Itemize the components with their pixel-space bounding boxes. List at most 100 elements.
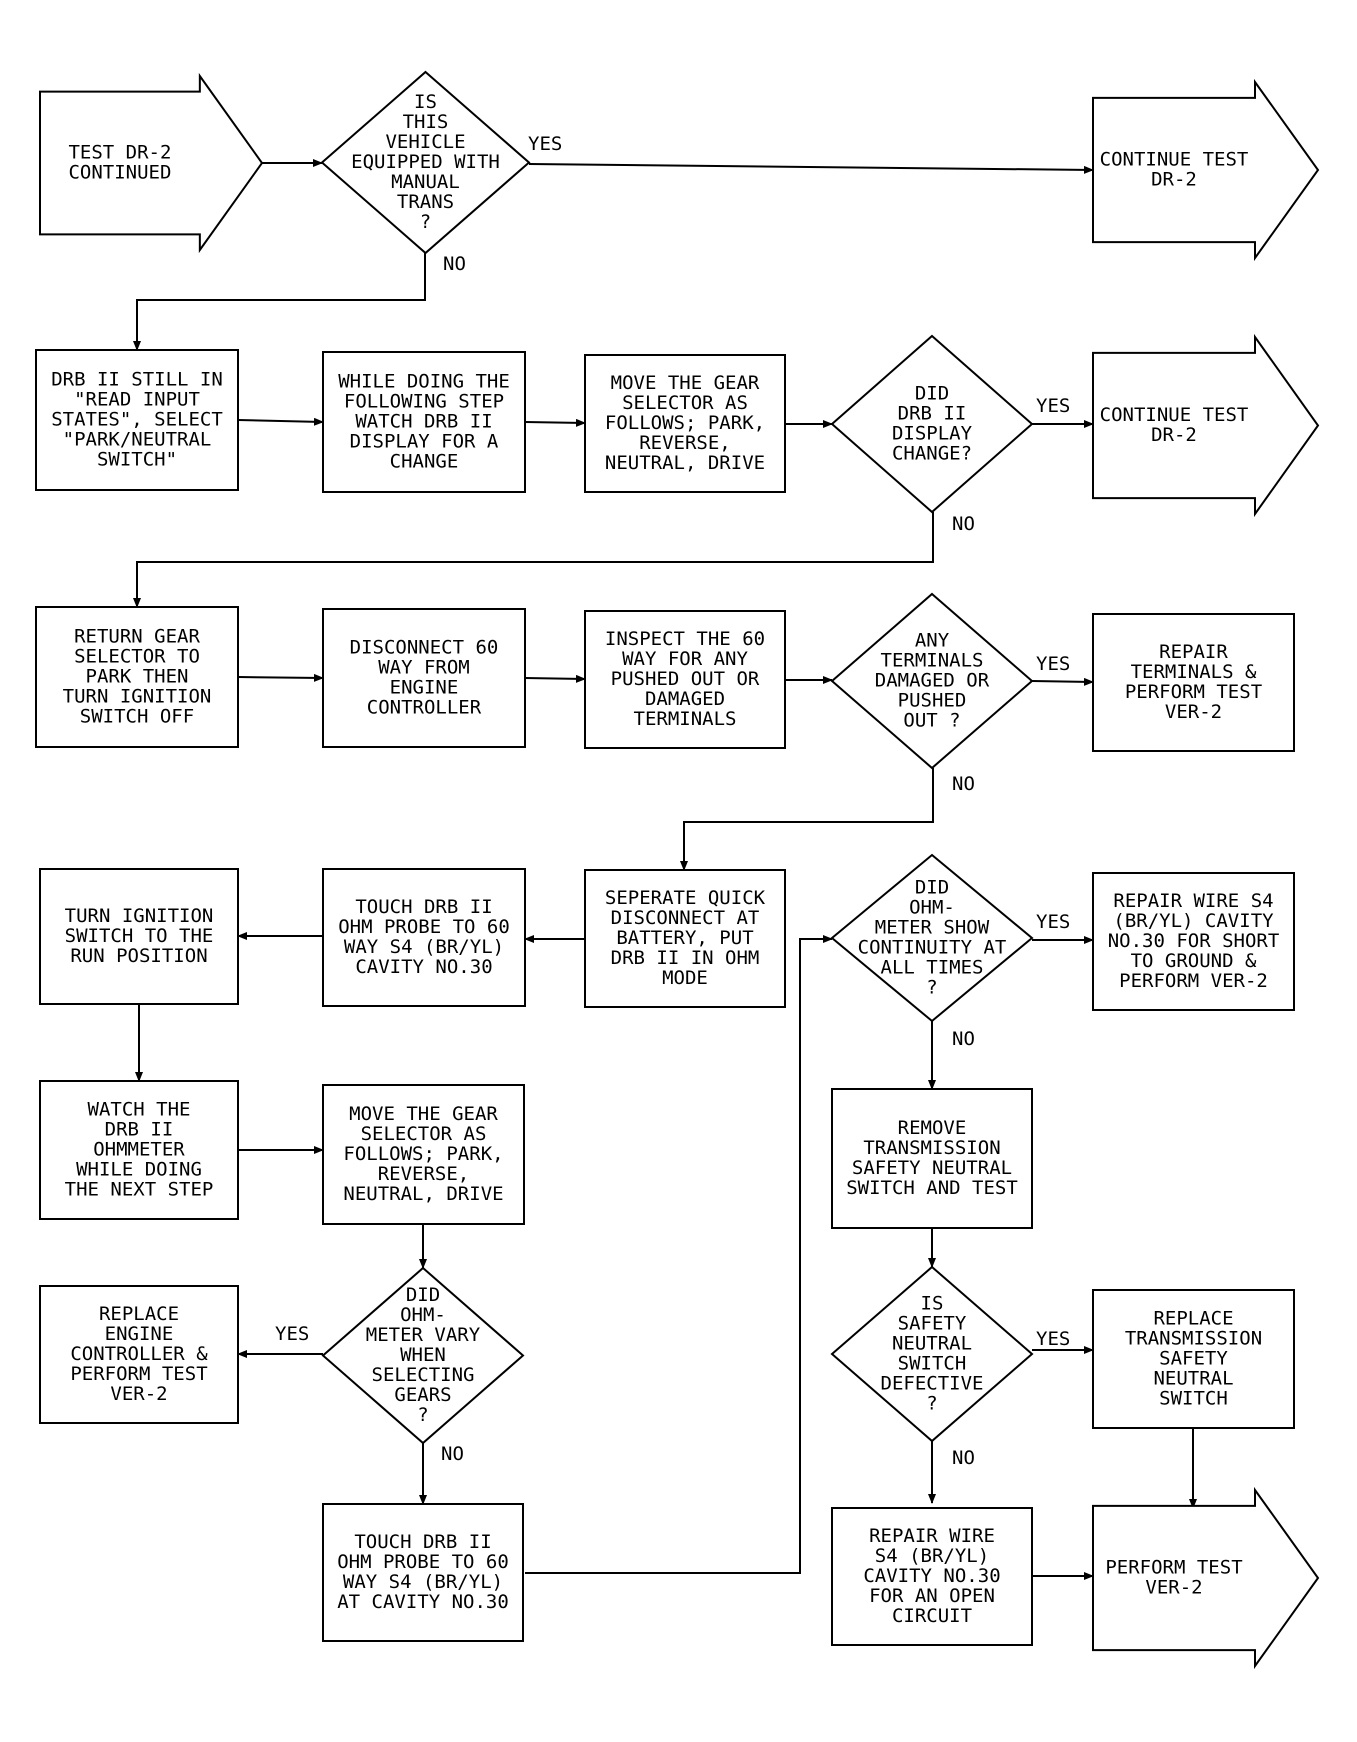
edge-d2-b4 (133, 512, 934, 608)
b6-text-line: DAMAGED (645, 688, 725, 710)
edge-labels: YES NO YES NO YES NO YES NO YES NO YES N… (275, 133, 1070, 1469)
d5-shape (830, 853, 1034, 1023)
b12-shape (322, 1084, 525, 1225)
b16-text-line: SWITCH AND TEST (846, 1177, 1018, 1199)
d5-text-line: OHM- (909, 897, 955, 919)
b17-text-line: SWITCH (1159, 1388, 1228, 1410)
edge-b2-b3 (524, 418, 586, 427)
b3-shape (584, 354, 786, 493)
label-d2-no: NO (952, 513, 975, 535)
b11-text-line: DRB II (105, 1119, 174, 1141)
d5-text-line: DID (915, 877, 949, 899)
cont2-text-line: CONTINUE TEST (1100, 404, 1249, 426)
edge-d1-cont1 (528, 163, 1094, 174)
d2-shape (830, 334, 1034, 514)
b10-shape (39, 868, 239, 1005)
label-d6-yes: YES (1036, 1328, 1070, 1350)
label-d1-yes: YES (528, 133, 562, 155)
b14-text-line: AT CAVITY NO.30 (337, 1591, 509, 1613)
cont2-text-line: DR-2 (1151, 424, 1197, 446)
b16-text-line: REMOVE (898, 1117, 967, 1139)
d6-text-line: DEFECTIVE (881, 1373, 984, 1395)
b18-shape (831, 1507, 1033, 1646)
d1-shape (320, 70, 531, 255)
b9-text-line: WAY S4 (BR/YL) (344, 936, 504, 958)
b4-text-line: TURN IGNITION (63, 686, 212, 708)
b16-text-line: TRANSMISSION (863, 1137, 1000, 1159)
d5-text-line: ALL TIMES (881, 957, 984, 979)
b1-text-line: STATES", SELECT (51, 409, 223, 431)
b7-text-line: TERMINALS & (1131, 661, 1257, 683)
b5-text-line: WAY FROM (378, 657, 470, 679)
b12-text-line: REVERSE, (378, 1163, 470, 1185)
d3-text-line: ANY (915, 630, 950, 652)
end-text-line: PERFORM TEST (1105, 1557, 1242, 1579)
d6-text-line: SAFETY (898, 1313, 967, 1335)
b15-text-line: NO.30 FOR SHORT (1108, 930, 1280, 952)
d4-text-line: METER VARY (366, 1324, 481, 1346)
b6-text-line: INSPECT THE 60 (605, 628, 765, 650)
b14-text-line: TOUCH DRB II (354, 1531, 491, 1553)
b4-text-line: RETURN GEAR (74, 626, 200, 648)
edge-d3-b7 (1031, 677, 1094, 686)
b2-shape (322, 351, 526, 493)
b15-shape (1092, 872, 1295, 1011)
b12-text-line: NEUTRAL, DRIVE (343, 1183, 503, 1205)
label-d5-yes: YES (1036, 911, 1070, 933)
b6-shape (584, 610, 786, 749)
b8-text-line: BATTERY, PUT (616, 927, 753, 949)
b2-text-line: WHILE DOING THE (338, 371, 510, 393)
b11-text-line: WATCH THE (88, 1099, 191, 1121)
b15-text-line: PERFORM VER-2 (1119, 970, 1268, 992)
d2-text-line: DRB II (898, 403, 967, 425)
b8-text-line: DISCONNECT AT (611, 907, 760, 929)
cont1-text-line: DR-2 (1151, 169, 1197, 191)
b17-text-line: TRANSMISSION (1125, 1328, 1262, 1350)
d1-text-line: IS (414, 91, 437, 113)
b2-text-line: CHANGE (390, 451, 459, 473)
cont2-shape (1092, 333, 1320, 518)
label-d1-no: NO (443, 253, 466, 275)
b10-text-line: TURN IGNITION (65, 905, 214, 927)
label-d4-yes: YES (275, 1323, 309, 1345)
b3-text-line: REVERSE, (639, 432, 731, 454)
edge-b1-b2 (237, 417, 324, 426)
d3-text-line: PUSHED (898, 690, 967, 712)
b9-shape (322, 868, 526, 1007)
b5-text-line: ENGINE (390, 677, 459, 699)
b16-shape (831, 1088, 1033, 1229)
label-d3-no: NO (952, 773, 975, 795)
b12-text-line: FOLLOWS; PARK, (343, 1143, 503, 1165)
d5-text-line: CONTINUITY AT (858, 937, 1007, 959)
b13-shape (39, 1285, 239, 1424)
b18-text-line: CIRCUIT (892, 1605, 972, 1627)
d4-text-line: GEARS (394, 1384, 451, 1406)
b2-text-line: FOLLOWING STEP (344, 391, 504, 413)
b17-text-line: REPLACE (1153, 1308, 1233, 1330)
b18-text-line: REPAIR WIRE (869, 1525, 995, 1547)
b13-text-line: ENGINE (105, 1323, 174, 1345)
b14-text-line: OHM PROBE TO 60 (337, 1551, 509, 1573)
b9-text-line: CAVITY NO.30 (355, 956, 492, 978)
start-shape (39, 72, 264, 254)
d3-text-line: TERMINALS (881, 650, 984, 672)
b3-text-line: MOVE THE GEAR (611, 372, 760, 394)
b6-text-line: WAY FOR ANY (622, 648, 748, 670)
edge-b5-b6 (524, 674, 586, 683)
d4-text-line: ? (417, 1404, 428, 1426)
d1-text-line: VEHICLE (385, 131, 465, 153)
